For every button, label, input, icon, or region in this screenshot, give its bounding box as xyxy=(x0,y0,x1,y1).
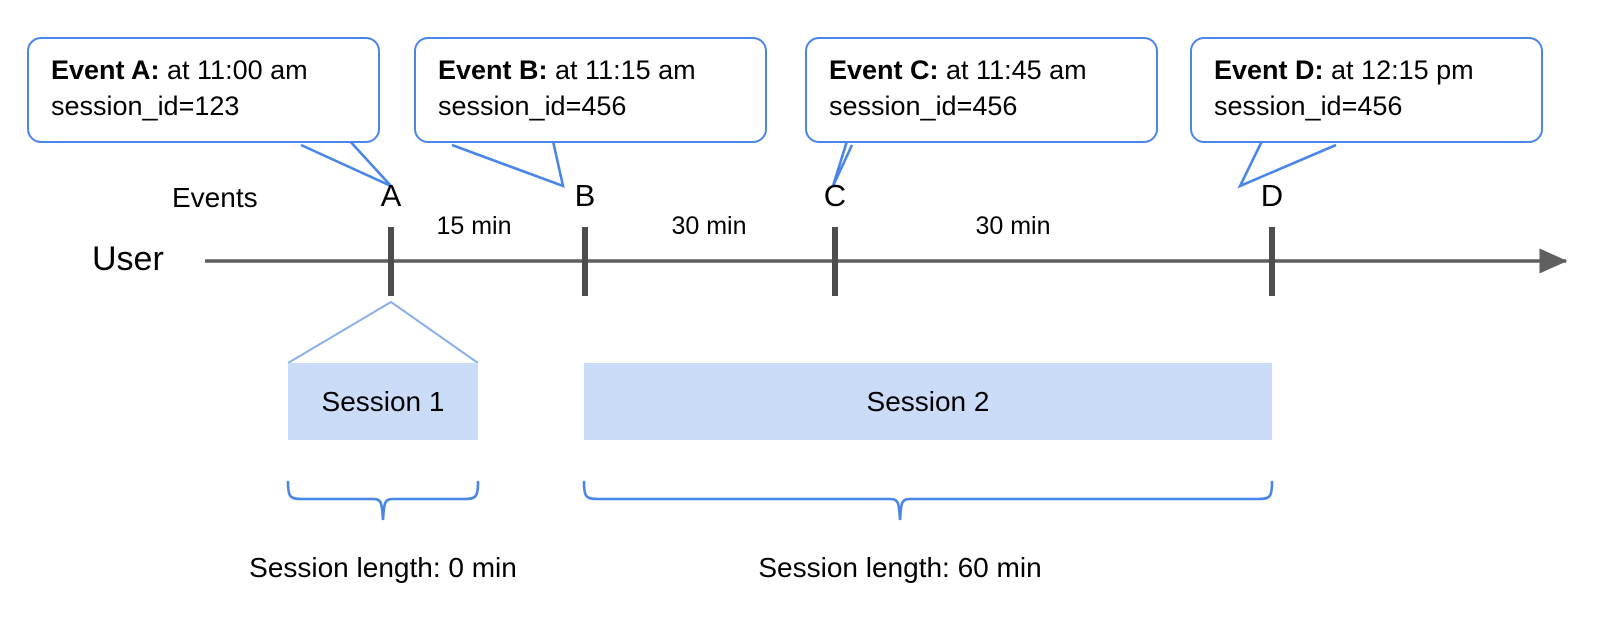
session-2-length-label: Session length: 60 min xyxy=(758,552,1042,583)
callout-d-line-1: Event D: at 12:15 pm xyxy=(1214,53,1523,89)
event-marker-label-c: C xyxy=(823,178,847,213)
callout-a-lead: Event A: xyxy=(51,55,160,85)
session-1-brace xyxy=(286,480,480,521)
callout-tail-b xyxy=(451,140,565,189)
callout-tail-a xyxy=(300,138,392,188)
session-bar-1[interactable]: Session 1 xyxy=(288,363,478,440)
gap-label-c-d: 30 min xyxy=(975,212,1051,240)
callout-d-session-id: session_id=456 xyxy=(1214,90,1403,121)
callout-event-d[interactable]: Event D: at 12:15 pm session_id=456 xyxy=(1190,37,1543,143)
axis-label-events: Events xyxy=(172,182,258,213)
callout-tail-d xyxy=(1237,140,1337,189)
callout-b-line-1: Event B: at 11:15 am xyxy=(438,53,747,89)
callout-c-line-1: Event C: at 11:45 am xyxy=(829,53,1138,89)
callout-event-a[interactable]: Event A: at 11:00 am session_id=123 xyxy=(27,37,380,143)
session-1-length-label: Session length: 0 min xyxy=(249,552,517,583)
callout-c-time: at 11:45 am xyxy=(938,55,1087,85)
callout-c-session-id: session_id=456 xyxy=(829,90,1018,121)
session-bar-1-label: Session 1 xyxy=(321,385,445,417)
event-marker-label-d: D xyxy=(1260,178,1284,213)
callout-b-session-id: session_id=456 xyxy=(438,90,627,121)
session-2-brace xyxy=(582,480,1274,521)
event-marker-label-a: A xyxy=(380,178,402,213)
callout-d-lead: Event D: xyxy=(1214,55,1324,85)
session-bar-2[interactable]: Session 2 xyxy=(584,363,1272,440)
callout-a-time: at 11:00 am xyxy=(159,55,308,85)
gap-label-b-c: 30 min xyxy=(671,212,747,240)
event-marker-label-b: B xyxy=(574,178,596,213)
session-bar-2-label: Session 2 xyxy=(866,385,990,417)
callout-b-lead: Event B: xyxy=(438,55,548,85)
session-1-funnel xyxy=(287,300,479,364)
callout-c-lead: Event C: xyxy=(829,55,939,85)
callout-event-c[interactable]: Event C: at 11:45 am session_id=456 xyxy=(805,37,1158,143)
callout-a-session-id: session_id=123 xyxy=(51,90,240,121)
callout-tail-c xyxy=(831,140,854,187)
callout-event-b[interactable]: Event B: at 11:15 am session_id=456 xyxy=(414,37,767,143)
callout-b-time: at 11:15 am xyxy=(547,55,696,85)
gap-label-a-b: 15 min xyxy=(436,212,512,240)
callout-d-time: at 12:15 pm xyxy=(1323,55,1474,85)
axis-label-user: User xyxy=(92,240,164,278)
callout-a-line-1: Event A: at 11:00 am xyxy=(51,53,360,89)
